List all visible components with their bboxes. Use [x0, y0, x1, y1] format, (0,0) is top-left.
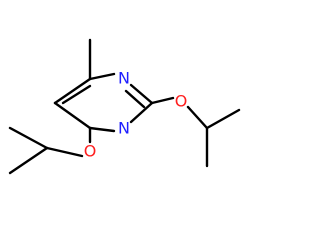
structure-diagram: N N O O	[8, 38, 241, 175]
bond-ch-me-d	[8, 126, 49, 150]
atom-o2: O	[175, 92, 188, 111]
bond-c4-c5	[53, 101, 92, 130]
bond-n1-c2-double	[124, 89, 146, 109]
bond-c5-c6-double	[61, 84, 92, 105]
bond-ch-me-c	[8, 146, 49, 175]
atom-n3: N	[118, 119, 130, 138]
bond-o4-ch	[45, 146, 84, 158]
bond-c2-n3	[129, 101, 154, 124]
bond-n1-c2	[129, 83, 154, 105]
bond-ch-me-a	[205, 108, 241, 130]
atom-o4: O	[84, 142, 97, 161]
atom-n1: N	[118, 69, 130, 88]
bond-o2-ch	[186, 105, 209, 130]
bond-c6-n1	[88, 72, 116, 81]
bond-n3-c4	[88, 126, 116, 133]
bond-c5-c6	[53, 77, 92, 105]
bond-c2-o2	[150, 96, 175, 105]
